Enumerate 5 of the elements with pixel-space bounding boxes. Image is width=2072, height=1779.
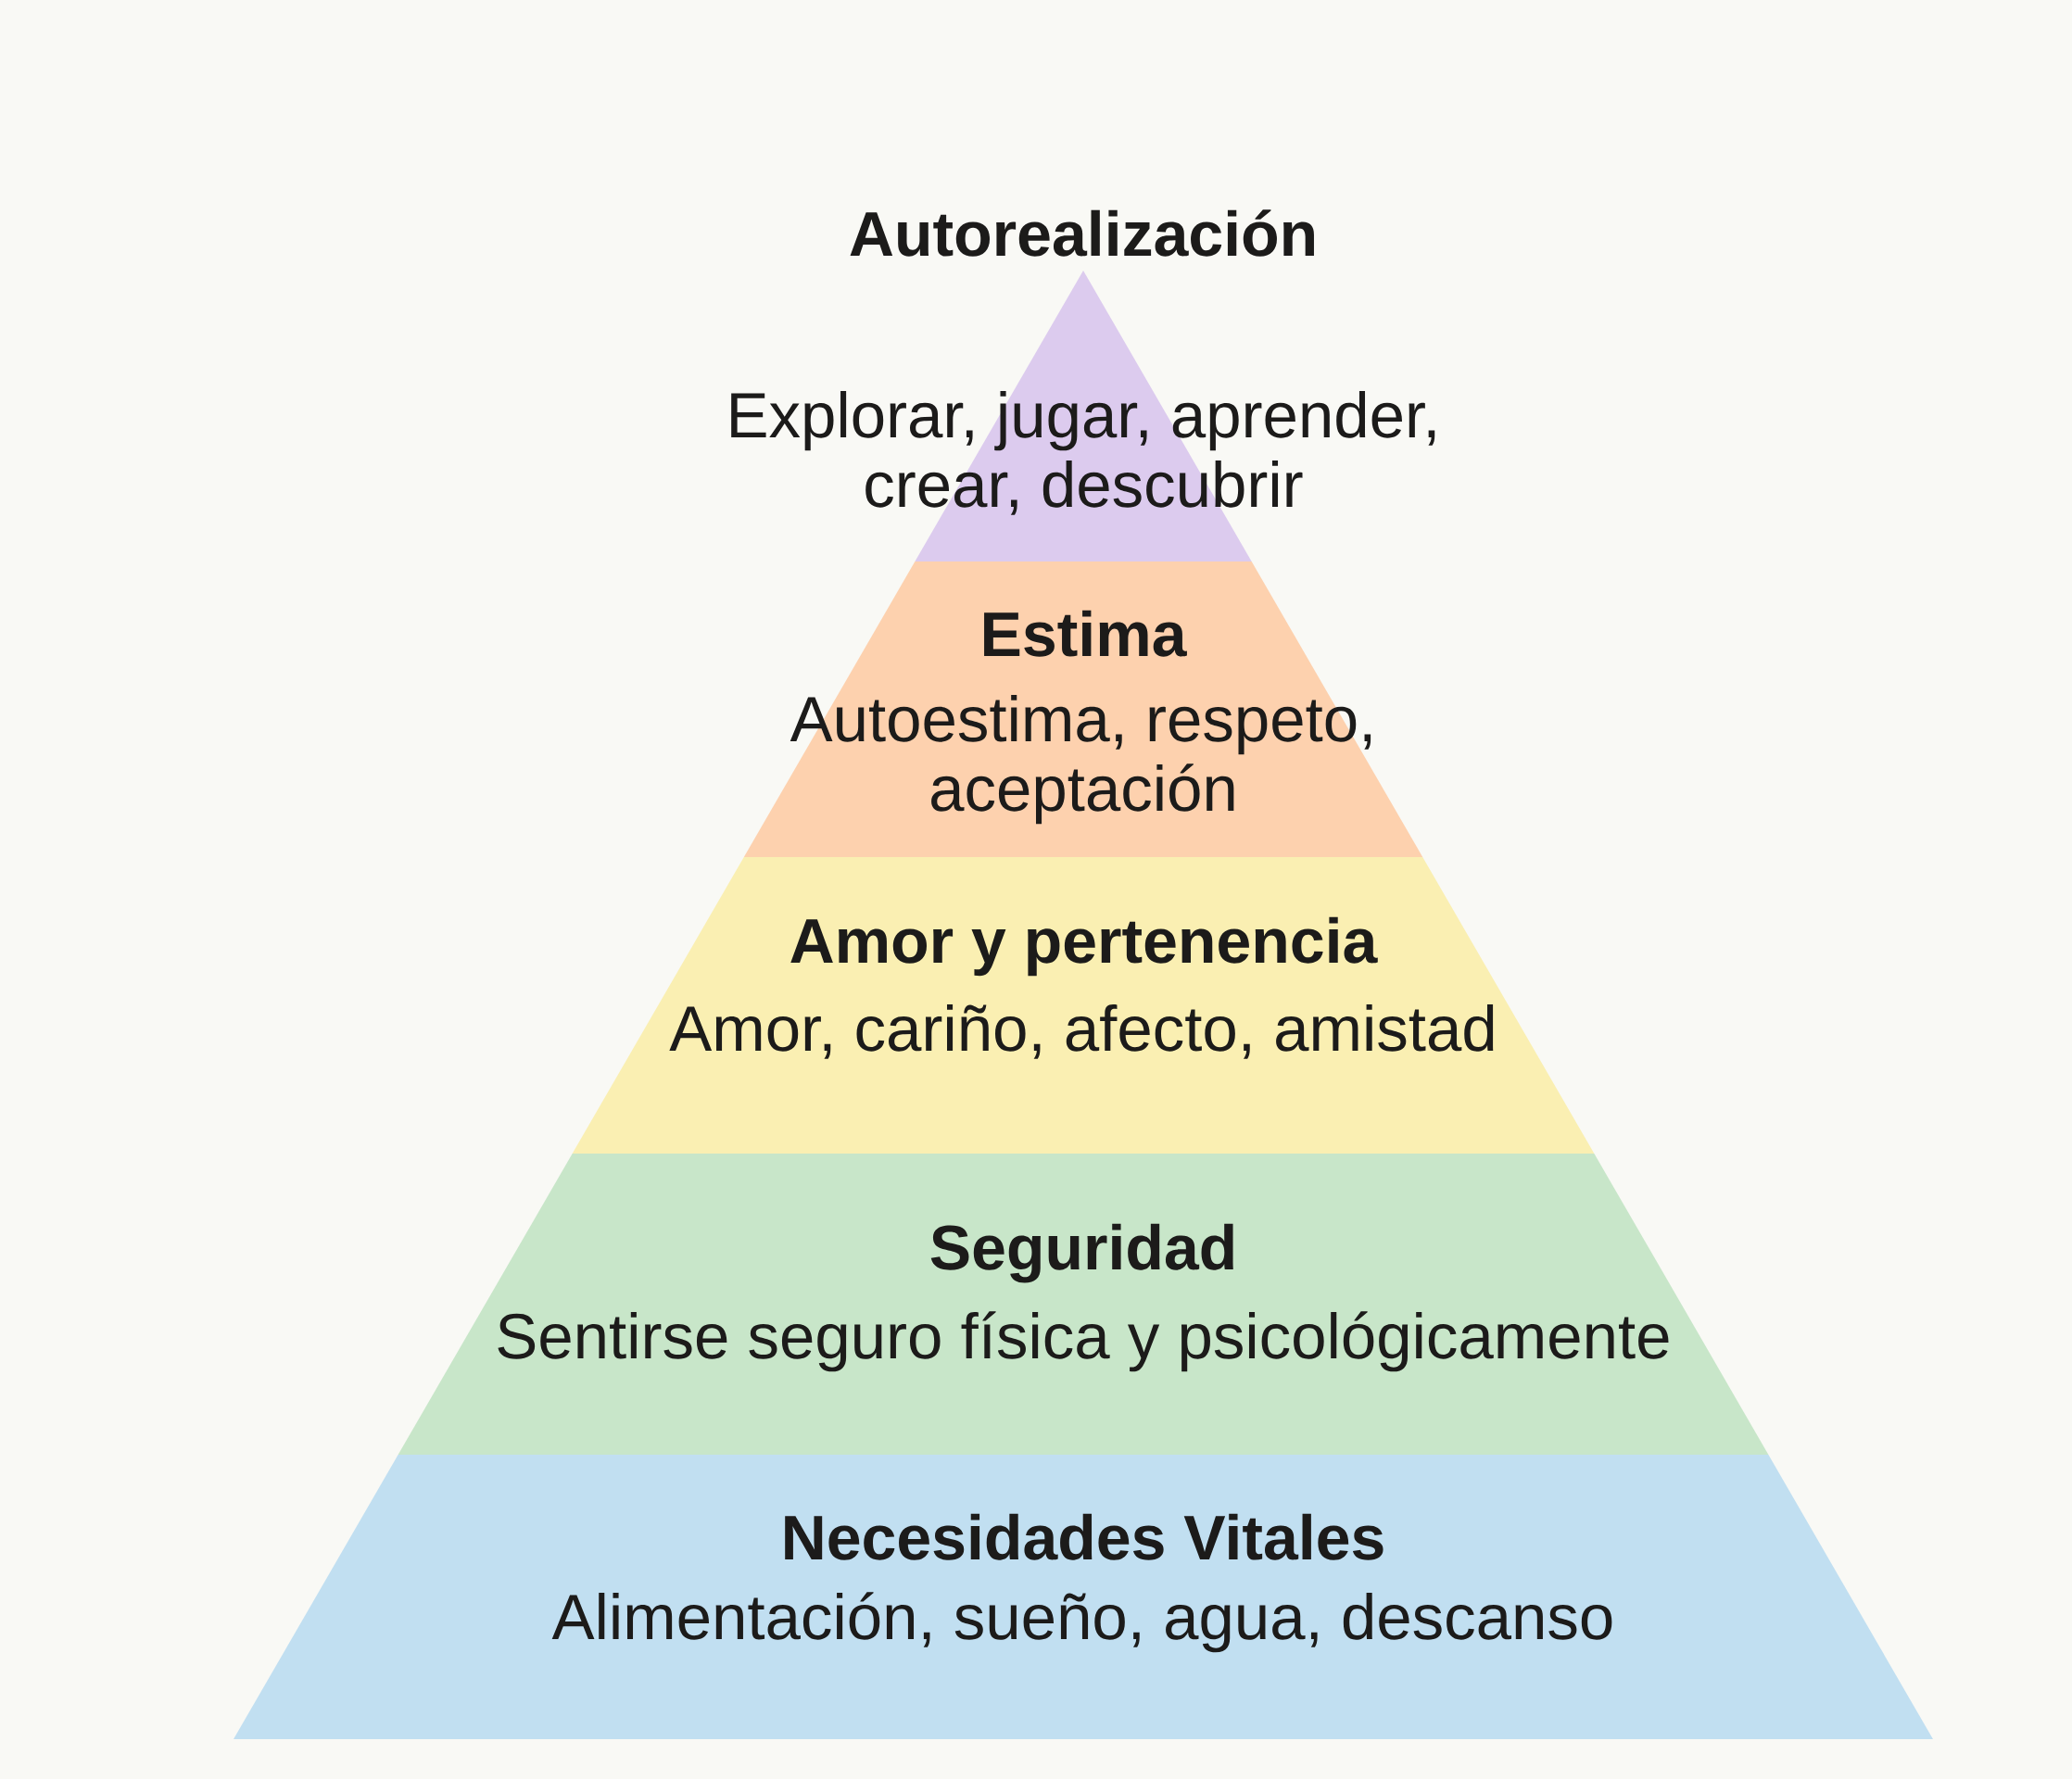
pyramid-level: Estima Autoestima, respeto, aceptación [743, 561, 1423, 857]
node-label: Autorealización [850, 209, 1314, 257]
pyramid-level: Autorealización Explorar, jugar, aprender, crear, descubrir [731, 209, 1435, 561]
pyramid-level: Seguridad Sentirse seguro física y psicológicamente [398, 1154, 1769, 1455]
pyramid-level: Amor y pertenencia Amor, cariño, afecto, amistad [572, 857, 1595, 1154]
